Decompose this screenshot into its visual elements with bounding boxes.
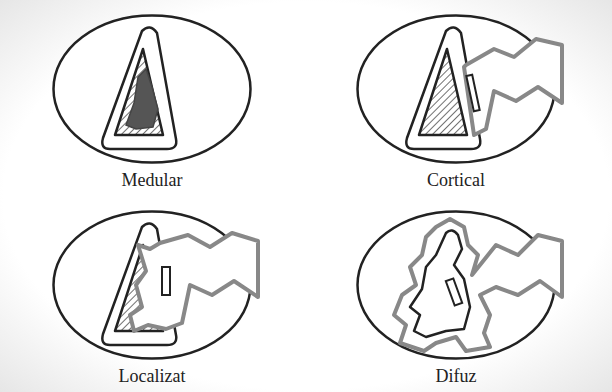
bone-cross-section-circle: Medular bbox=[52, 14, 252, 164]
medullary-illustration bbox=[102, 27, 176, 149]
type-caption: Cortical bbox=[336, 170, 576, 191]
bone-cross-section-circle: Difuz bbox=[356, 210, 556, 360]
type-caption: Difuz bbox=[336, 366, 576, 387]
localized-illustration bbox=[102, 223, 258, 345]
circle-outline bbox=[52, 14, 252, 164]
circle-outline bbox=[356, 210, 556, 360]
circle-outline bbox=[356, 14, 556, 164]
diffuse-illustration bbox=[394, 219, 562, 351]
bone-cross-section-circle: Cortical bbox=[356, 14, 556, 164]
type-caption: Medular bbox=[32, 170, 272, 191]
bone-cross-section-circle: Localizat bbox=[52, 210, 252, 360]
cortical-illustration bbox=[406, 27, 562, 149]
circle-outline bbox=[52, 210, 252, 360]
type-caption: Localizat bbox=[32, 366, 272, 387]
